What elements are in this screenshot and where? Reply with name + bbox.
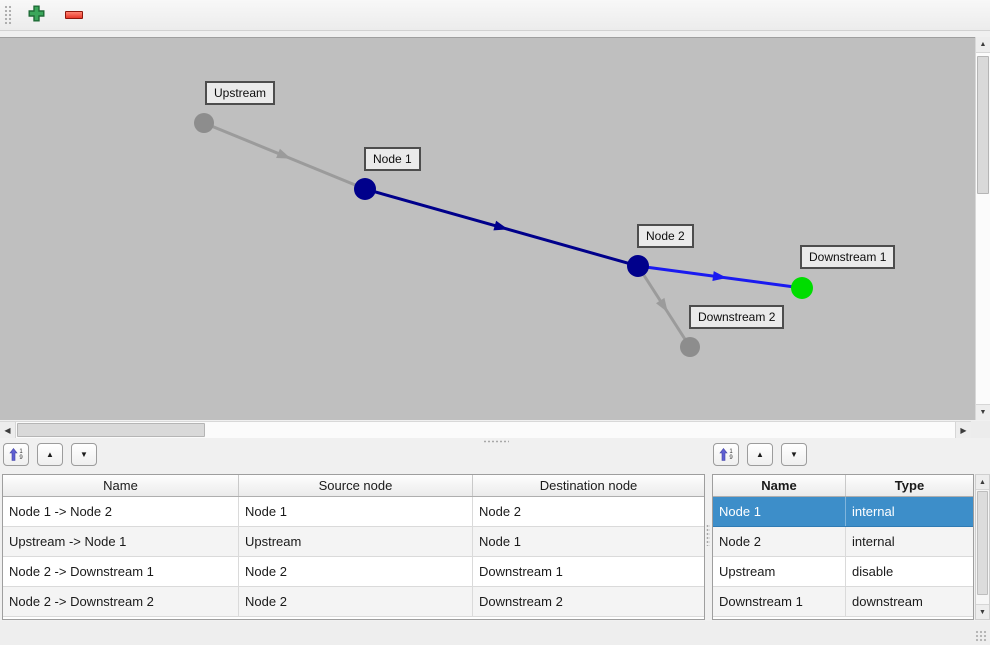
scrollbar-corner [971, 421, 990, 438]
triangle-up-icon: ▲ [756, 449, 764, 459]
plus-icon [28, 5, 45, 25]
cell-destination[interactable]: Downstream 2 [479, 594, 563, 609]
cell-source[interactable]: Node 1 [239, 497, 473, 526]
triangle-up-icon: ▲ [46, 449, 54, 459]
vertical-scrollbar-thumb[interactable] [977, 56, 989, 194]
cell-destination[interactable]: Node 1 [479, 534, 521, 549]
cell-source[interactable]: Node 2 [239, 557, 473, 586]
horizontal-scrollbar-thumb[interactable] [17, 423, 205, 437]
graph-node-node-1[interactable] [354, 178, 376, 200]
cell-name[interactable]: Node 2 -> Downstream 2 [3, 587, 239, 616]
window-resize-grip[interactable] [975, 630, 987, 642]
edge-arrow-icon [712, 271, 727, 282]
table-row[interactable]: Node 1 -> Node 2 Node 1 Node 2 [3, 497, 704, 527]
header-destination-node[interactable]: Destination node [539, 478, 638, 493]
edges-move-up-button[interactable]: ▲ [37, 443, 63, 466]
scroll-down-icon: ▼ [979, 608, 986, 616]
canvas-vertical-scrollbar[interactable]: ▲ ▼ [975, 37, 990, 420]
cell-type[interactable]: internal [852, 504, 895, 519]
edges-move-down-button[interactable]: ▼ [71, 443, 97, 466]
scroll-right-icon: ▶ [960, 425, 967, 435]
sort-ascending-icon: 1 9 [9, 448, 23, 461]
cell-name[interactable]: Node 2 [713, 527, 846, 556]
cell-name[interactable]: Upstream [713, 557, 846, 586]
edges-table-header: Name Source node Destination node [3, 475, 704, 497]
scroll-up-icon: ▲ [979, 41, 987, 48]
horizontal-splitter-handle[interactable] [0, 438, 990, 444]
nodes-table-scrollbar[interactable]: ▲ ▼ [975, 474, 990, 620]
sort-ascending-icon: 1 9 [719, 448, 733, 461]
header-type[interactable]: Type [894, 478, 925, 493]
header-name[interactable]: Name [3, 475, 239, 496]
cell-source[interactable]: Node 2 [239, 587, 473, 616]
scroll-up-icon: ▲ [979, 478, 986, 486]
vertical-splitter-handle[interactable] [706, 474, 711, 620]
graph-node-upstream[interactable] [194, 113, 214, 133]
table-row[interactable]: Node 2 -> Downstream 2 Node 2 Downstream… [3, 587, 704, 617]
minus-icon [65, 11, 83, 19]
table-row[interactable]: Node 2 internal [713, 527, 973, 557]
cell-name[interactable]: Upstream -> Node 1 [3, 527, 239, 556]
scroll-left-button[interactable]: ◀ [0, 422, 16, 438]
nodes-table: Name Type Node 1 internal Node 2 interna… [712, 474, 974, 620]
canvas-horizontal-scrollbar[interactable]: ◀ ▶ [0, 421, 971, 438]
node-label-node-1[interactable]: Node 1 [364, 147, 421, 171]
sort-digit-top: 1 [19, 448, 23, 455]
scroll-down-button[interactable]: ▼ [976, 404, 990, 420]
cell-type[interactable]: disable [852, 564, 894, 579]
table-row[interactable]: Node 1 internal [713, 497, 973, 527]
cell-name[interactable]: Node 2 -> Downstream 1 [3, 557, 239, 586]
sort-digit-bottom: 9 [19, 454, 23, 461]
cell-type[interactable]: downstream [852, 594, 923, 609]
edges-table: Name Source node Destination node Node 1… [2, 474, 705, 620]
main-toolbar [0, 0, 990, 31]
table-row[interactable]: Downstream 1 downstream [713, 587, 973, 617]
scroll-right-button[interactable]: ▶ [955, 422, 971, 438]
node-label-downstream-2[interactable]: Downstream 2 [689, 305, 785, 329]
sort-digit-top: 1 [729, 448, 733, 455]
edge-arrow-icon [493, 220, 509, 231]
nodes-move-down-button[interactable]: ▼ [781, 443, 807, 466]
triangle-down-icon: ▼ [790, 449, 798, 459]
cell-type[interactable]: internal [852, 534, 895, 549]
cell-name[interactable]: Node 1 -> Node 2 [3, 497, 239, 526]
edge-arrow-icon [656, 297, 668, 313]
node-label-downstream-1[interactable]: Downstream 1 [800, 245, 896, 269]
node-label-upstream[interactable]: Upstream [205, 81, 276, 105]
scroll-up-button[interactable]: ▲ [976, 37, 990, 53]
nodes-table-header: Name Type [713, 475, 973, 497]
remove-node-button[interactable] [61, 9, 87, 21]
table-row[interactable]: Upstream -> Node 1 Upstream Node 1 [3, 527, 704, 557]
cell-source[interactable]: Upstream [239, 527, 473, 556]
table-row[interactable]: Node 2 -> Downstream 1 Node 2 Downstream… [3, 557, 704, 587]
status-bar [0, 621, 990, 645]
add-node-button[interactable] [24, 3, 49, 27]
graph-canvas-svg [194, 113, 813, 357]
header-name[interactable]: Name [713, 475, 846, 496]
cell-name[interactable]: Downstream 1 [713, 587, 846, 616]
cell-destination[interactable]: Downstream 1 [479, 564, 563, 579]
edge-arrow-icon [276, 148, 291, 159]
nodes-move-up-button[interactable]: ▲ [747, 443, 773, 466]
graph-node-downstream-2[interactable] [680, 337, 700, 357]
cell-name[interactable]: Node 1 [713, 497, 846, 526]
header-source-node[interactable]: Source node [239, 475, 473, 496]
edges-sort-button[interactable]: 1 9 [3, 443, 29, 466]
sort-digit-bottom: 9 [729, 454, 733, 461]
scrollbar-thumb[interactable] [977, 491, 988, 595]
scroll-down-icon: ▼ [979, 409, 987, 416]
graph-node-downstream-1[interactable] [791, 277, 813, 299]
scroll-up-button[interactable]: ▲ [976, 475, 989, 490]
table-row[interactable]: Upstream disable [713, 557, 973, 587]
scroll-left-icon: ◀ [4, 425, 11, 435]
graph-node-node-2[interactable] [627, 255, 649, 277]
cell-destination[interactable]: Node 2 [479, 504, 521, 519]
nodes-sort-button[interactable]: 1 9 [713, 443, 739, 466]
scroll-down-button[interactable]: ▼ [976, 604, 989, 619]
triangle-down-icon: ▼ [80, 449, 88, 459]
toolbar-drag-handle[interactable] [3, 4, 12, 26]
node-label-node-2[interactable]: Node 2 [637, 224, 694, 248]
